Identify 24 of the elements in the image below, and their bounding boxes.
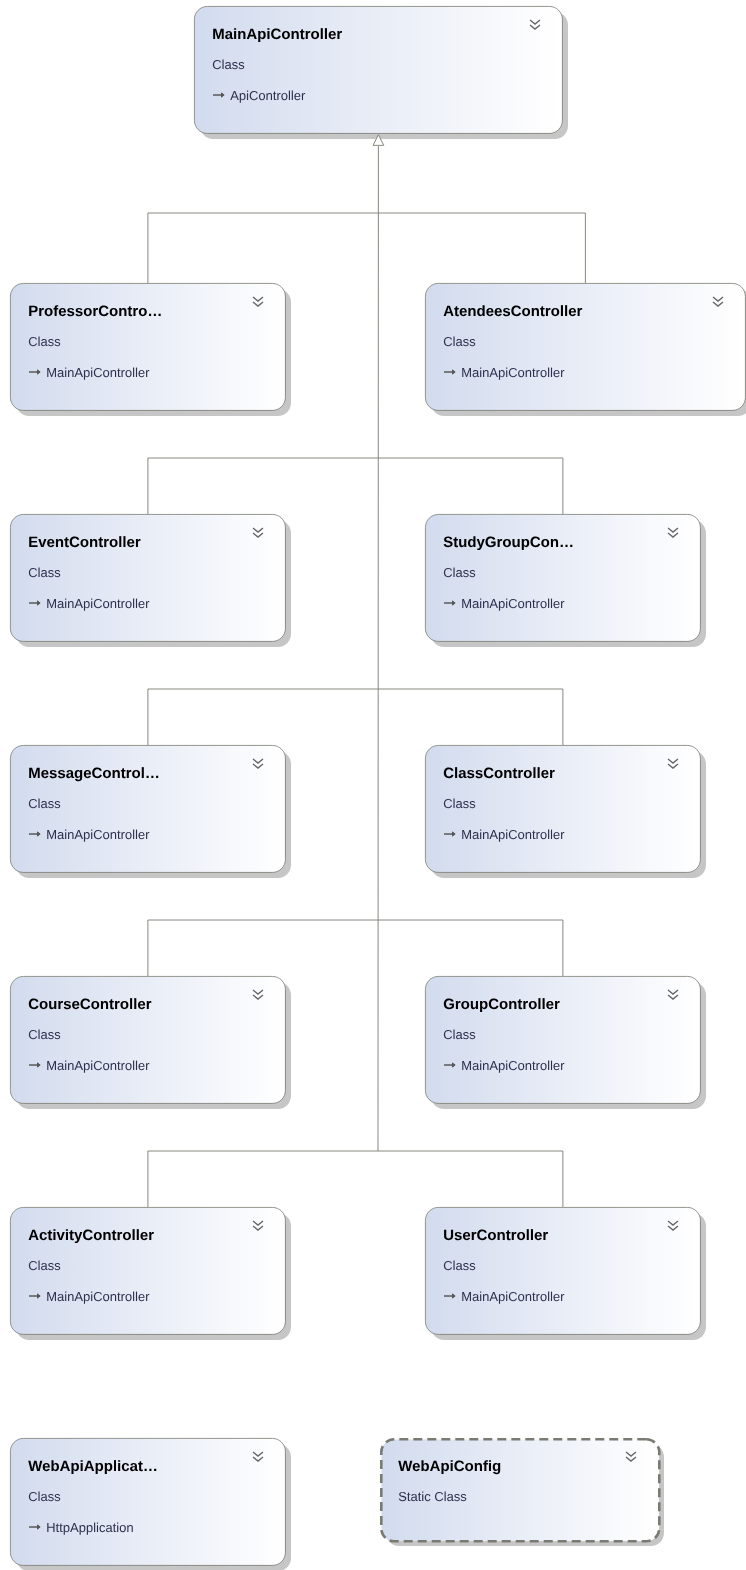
connector-line bbox=[377, 212, 586, 284]
class-box: UserController Class MainApiController bbox=[425, 1207, 706, 1340]
class-box: GroupController Class MainApiController bbox=[425, 976, 706, 1109]
class-box: ActivityController Class MainApiController bbox=[10, 1207, 291, 1340]
class-box: StudyGroupCon… Class MainApiController bbox=[425, 514, 706, 647]
class-box: WebApiApplicat… Class HttpApplication bbox=[10, 1438, 291, 1570]
class-box: ProfessorContro… Class MainApiController bbox=[10, 283, 291, 416]
class-box: EventController Class MainApiController bbox=[10, 514, 291, 647]
class-box: MainApiController Class ApiController bbox=[194, 6, 568, 139]
connector-line bbox=[377, 688, 564, 746]
class-box: WebApiConfig Static Class bbox=[380, 1438, 664, 1546]
connector-line bbox=[147, 1150, 379, 1208]
class-box: MessageControl… Class MainApiController bbox=[10, 745, 291, 878]
connector-line bbox=[377, 457, 564, 515]
connector-line bbox=[147, 212, 379, 284]
class-box: CourseController Class MainApiController bbox=[10, 976, 291, 1109]
connector-line bbox=[147, 919, 379, 977]
connector-line bbox=[377, 1150, 564, 1208]
connector-line bbox=[147, 457, 379, 515]
class-box: ClassController Class MainApiController bbox=[425, 745, 706, 878]
connector-line bbox=[377, 919, 564, 977]
class-box: AtendeesController Class MainApiController bbox=[425, 283, 746, 416]
inheritance-arrow bbox=[372, 134, 385, 1152]
connector-line bbox=[147, 688, 379, 746]
